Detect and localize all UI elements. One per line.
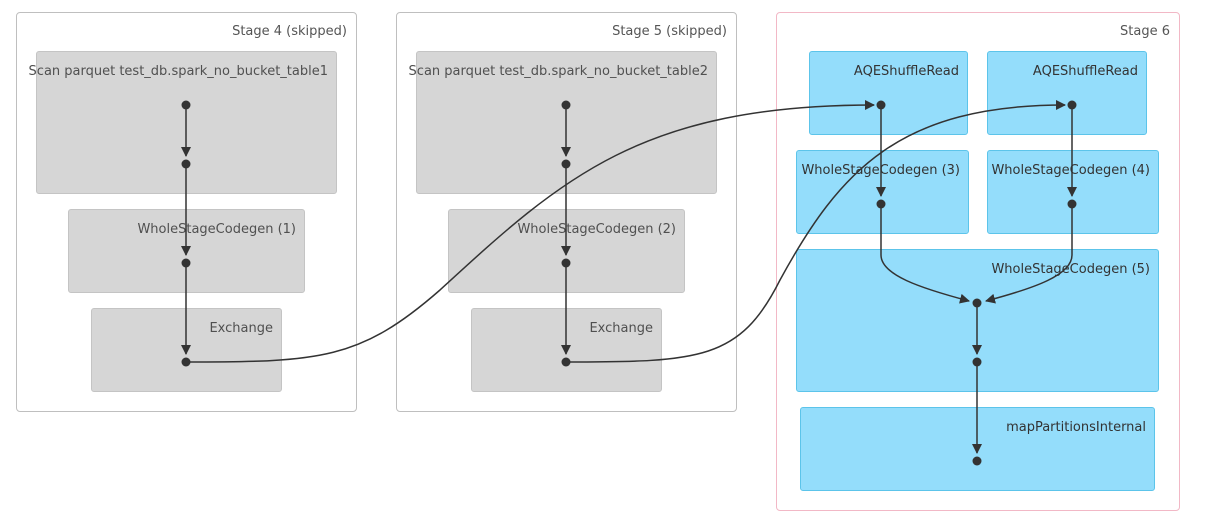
wholestagecodegen-1-node[interactable]: WholeStageCodegen (1) (68, 209, 305, 293)
exchange-2-node[interactable]: Exchange (471, 308, 662, 392)
stage-6-label: Stage 6 (1120, 24, 1170, 39)
node-label: AQEShuffleRead (853, 64, 959, 79)
scan-parquet-table2-node[interactable]: Scan parquet test_db.spark_no_bucket_tab… (409, 51, 717, 194)
node-label: WholeStageCodegen (4) (991, 163, 1150, 178)
node-label: Exchange (589, 321, 653, 336)
map-partitions-internal-node[interactable]: mapPartitionsInternal (800, 407, 1155, 491)
stage-4-label: Stage 4 (skipped) (232, 24, 347, 39)
aqe-shuffle-read-2-node[interactable]: AQEShuffleRead (987, 51, 1147, 135)
node-label: Exchange (209, 321, 273, 336)
aqe-shuffle-read-1-node[interactable]: AQEShuffleRead (809, 51, 968, 135)
node-label: AQEShuffleRead (1032, 64, 1138, 79)
node-label: mapPartitionsInternal (1006, 420, 1146, 435)
wholestagecodegen-5-node[interactable]: WholeStageCodegen (5) (796, 249, 1159, 392)
scan-parquet-table1-node[interactable]: Scan parquet test_db.spark_no_bucket_tab… (29, 51, 337, 194)
wholestagecodegen-3-node[interactable]: WholeStageCodegen (3) (796, 150, 969, 234)
node-label: WholeStageCodegen (3) (801, 163, 960, 178)
node-label: Scan parquet test_db.spark_no_bucket_tab… (408, 64, 708, 79)
stage-5-label: Stage 5 (skipped) (612, 24, 727, 39)
wholestagecodegen-2-node[interactable]: WholeStageCodegen (2) (448, 209, 685, 293)
node-label: WholeStageCodegen (5) (991, 262, 1150, 277)
node-label: WholeStageCodegen (2) (517, 222, 676, 237)
wholestagecodegen-4-node[interactable]: WholeStageCodegen (4) (987, 150, 1159, 234)
node-label: WholeStageCodegen (1) (137, 222, 296, 237)
node-label: Scan parquet test_db.spark_no_bucket_tab… (28, 64, 328, 79)
exchange-1-node[interactable]: Exchange (91, 308, 282, 392)
